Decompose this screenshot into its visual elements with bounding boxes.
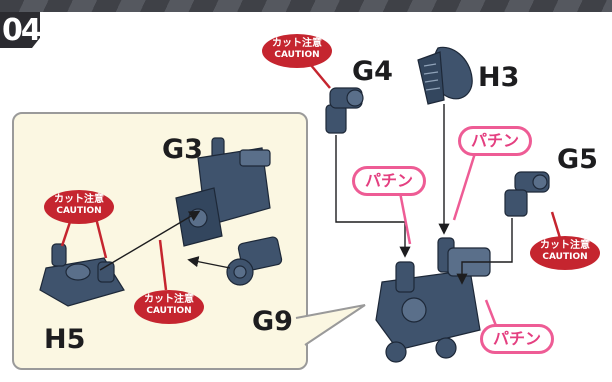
label-h5: H5 xyxy=(44,324,86,355)
caution-badge-g4: カット注意 CAUTION xyxy=(262,34,332,68)
caution-jp-text: カット注意 xyxy=(144,294,194,305)
caution-en-text: CAUTION xyxy=(56,206,102,216)
part-g5 xyxy=(504,171,550,217)
snap-label-h3: パチン xyxy=(458,126,532,156)
label-g3: G3 xyxy=(162,134,203,165)
part-g9 xyxy=(226,236,283,286)
panel-callout-connector xyxy=(295,304,366,346)
part-h5 xyxy=(39,243,125,307)
snap-label-g5: パチン xyxy=(480,324,554,354)
caution-jp-text: カット注意 xyxy=(540,240,590,251)
step-number: 04 xyxy=(2,13,40,48)
snap-label-g4: パチン xyxy=(352,166,426,196)
step-number-badge: 04 xyxy=(0,12,40,48)
caution-jp-text: カット注意 xyxy=(272,38,322,49)
caution-badge-g3: カット注意 CAUTION xyxy=(134,290,204,324)
part-g4 xyxy=(325,87,364,134)
part-h3 xyxy=(417,46,473,105)
caution-badge-h5: カット注意 CAUTION xyxy=(44,190,114,224)
caution-en-text: CAUTION xyxy=(542,252,588,262)
main-assembly xyxy=(375,237,491,363)
caution-en-text: CAUTION xyxy=(146,306,192,316)
caution-jp-text: カット注意 xyxy=(54,194,104,205)
assembly-lines xyxy=(99,104,513,285)
header-stripe xyxy=(0,0,612,12)
label-g9: G9 xyxy=(252,306,293,337)
label-h3: H3 xyxy=(478,62,520,93)
label-g5: G5 xyxy=(557,144,598,175)
caution-badge-g5: カット注意 CAUTION xyxy=(530,236,600,270)
label-g4: G4 xyxy=(352,56,393,87)
caution-en-text: CAUTION xyxy=(274,50,320,60)
